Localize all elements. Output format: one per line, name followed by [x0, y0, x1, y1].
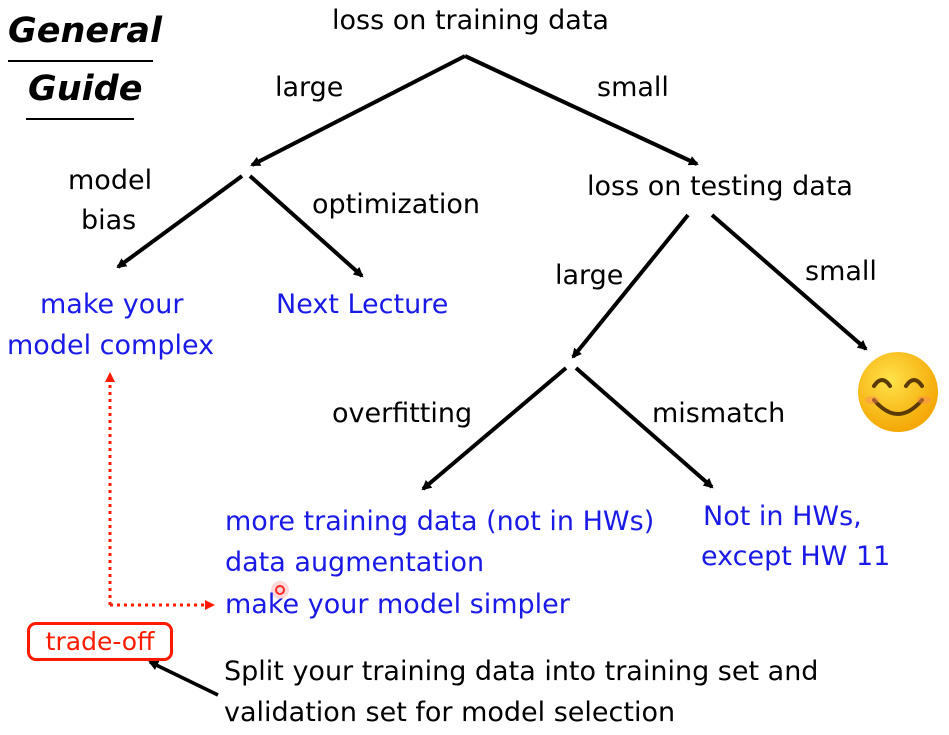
label-mismatch: mismatch	[652, 398, 786, 429]
arrow-to-tradeoff	[148, 660, 219, 697]
arrow-optimization	[248, 174, 364, 278]
outcome-not-in-hws: Not in HWs,	[703, 501, 862, 532]
label-overfitting: overfitting	[332, 398, 473, 429]
label-small-testing: small	[805, 256, 877, 287]
outcome-except-hw11: except HW 11	[701, 541, 891, 572]
label-model-bias-2: bias	[81, 205, 137, 236]
arrow-training-large	[250, 54, 466, 167]
node-loss-training: loss on training data	[332, 5, 609, 36]
arrow-training-small	[464, 54, 699, 166]
outcome-next-lecture: Next Lecture	[276, 289, 449, 320]
note-line-1: Split your training data into training s…	[224, 656, 819, 687]
outcome-model-simpler: make your model simpler	[225, 589, 570, 620]
label-optimization: optimization	[312, 189, 480, 220]
arrow-model-bias	[116, 174, 244, 269]
cursor-dot-icon	[271, 581, 289, 599]
arrow-overfitting	[421, 366, 568, 491]
label-model-bias-1: model	[68, 165, 153, 196]
title-general: General	[8, 11, 162, 51]
outcome-more-training-data: more training data (not in HWs)	[225, 506, 655, 537]
node-loss-testing: loss on testing data	[587, 171, 853, 202]
arrow-testing-small	[710, 213, 868, 351]
arrow-mismatch	[574, 366, 714, 489]
outcome-model-complex-1: make your	[40, 289, 184, 320]
label-large-training: large	[275, 72, 344, 103]
outcome-data-augmentation: data augmentation	[225, 547, 485, 578]
title-guide: Guide	[28, 69, 143, 109]
label-large-testing: large	[555, 260, 624, 291]
title-underline-2	[26, 118, 134, 120]
note-line-2: validation set for model selection	[224, 697, 676, 728]
tradeoff-badge: trade-off	[27, 622, 173, 661]
smiley-face-icon	[858, 352, 938, 432]
arrow-testing-large	[571, 213, 690, 359]
label-small-training: small	[597, 72, 669, 103]
title-underline-1	[8, 60, 153, 62]
outcome-model-complex-2: model complex	[7, 330, 215, 361]
